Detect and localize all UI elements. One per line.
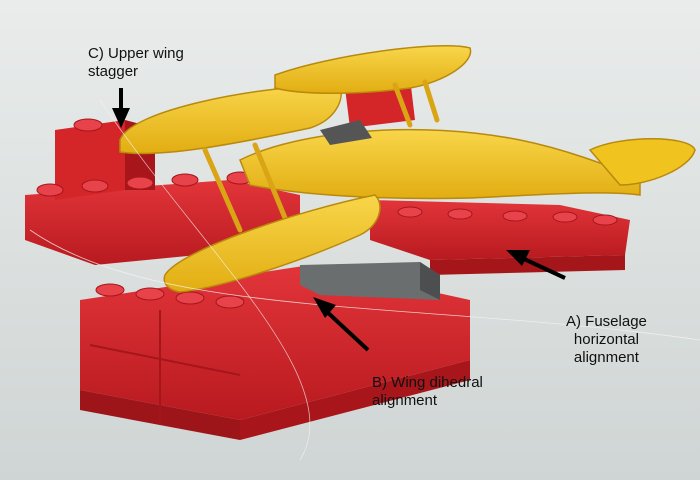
annotation-text: alignment <box>372 392 438 409</box>
annotation-fuselage-horizontal: A) Fuselage horizontal alignment <box>566 313 647 367</box>
arrow-upper-wing-stagger <box>112 88 130 128</box>
arrow-fuselage-horizontal <box>506 250 566 280</box>
right-brick-plate <box>345 78 630 275</box>
annotation-text: C) Upper wing <box>88 45 184 62</box>
annotation-text: horizontal <box>573 331 639 348</box>
annotation-text: stagger <box>88 63 139 80</box>
biplane-model <box>29 45 700 461</box>
annotation-text: alignment <box>573 349 639 366</box>
annotation-upper-wing-stagger: C) Upper wing stagger <box>88 45 184 81</box>
annotation-wing-dihedral: B) Wing dihedral alignment <box>372 374 483 410</box>
arrow-wing-dihedral <box>313 297 370 352</box>
grey-brick <box>300 262 440 300</box>
base-brick-stack <box>80 265 470 440</box>
annotation-text: A) Fuselage <box>566 313 647 330</box>
annotation-text: B) Wing dihedral <box>372 374 483 391</box>
